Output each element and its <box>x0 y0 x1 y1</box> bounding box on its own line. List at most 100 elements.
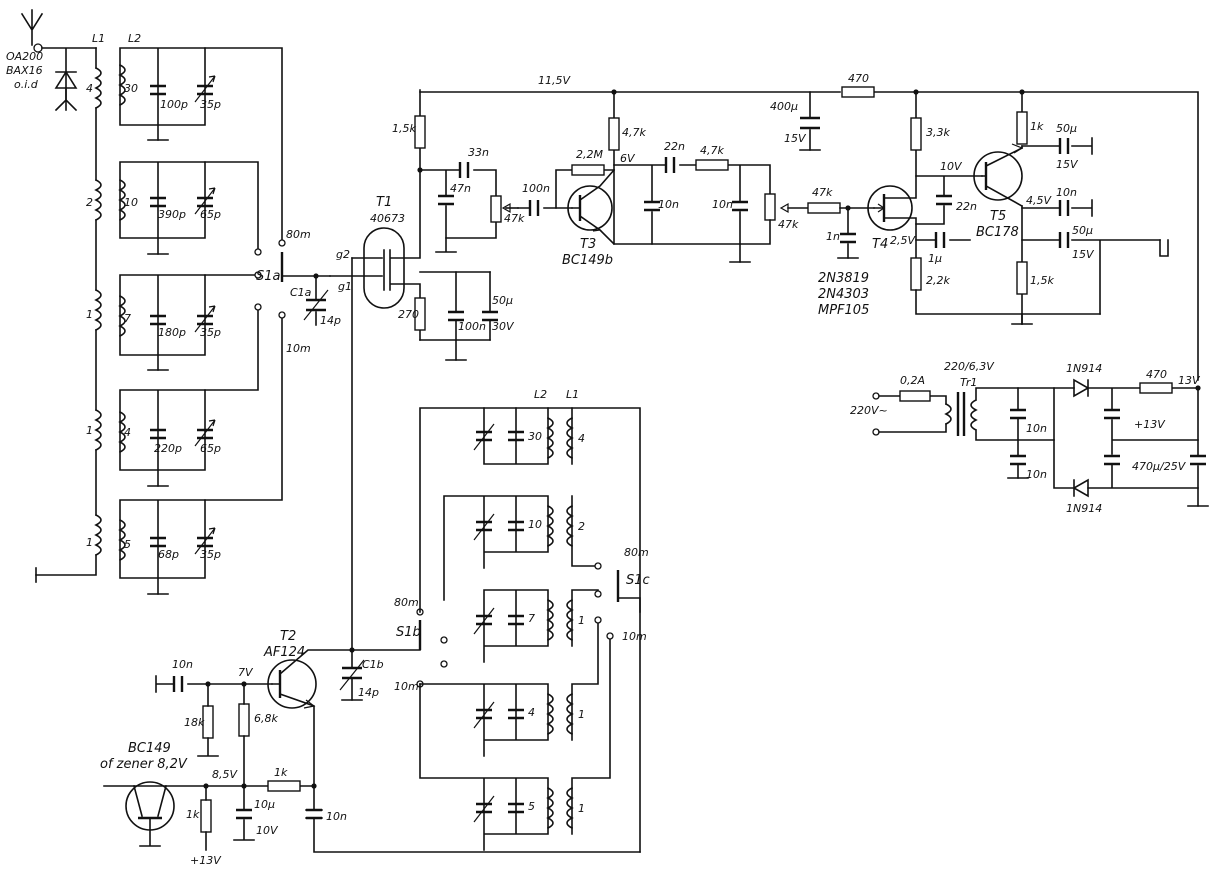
psu-transformer: 220/6,3V <box>944 360 995 373</box>
s1c-label: S1c <box>626 573 650 588</box>
psu-out-v: 13V <box>1178 374 1201 387</box>
osc-coil-l2-label: L2 <box>534 388 547 401</box>
input-tank-2: 10 390p 65p <box>118 161 262 256</box>
input-tank-1: 30 100p 35p <box>118 47 221 141</box>
psu-res-470: 470 <box>1146 368 1167 381</box>
supply-rail: 470 11,5V 400µ 15V <box>419 72 1199 381</box>
reg-voltage: 8,5V <box>212 768 238 781</box>
input-tank-3: 7 180p 35p <box>118 271 262 371</box>
c1b-label: C1b <box>362 658 384 671</box>
fixed-cap-2: 390p <box>158 208 186 221</box>
psu-fuse: 0,2A <box>900 374 925 387</box>
t4-gate-cap: 1n <box>826 230 840 243</box>
coil-l2-label: L2 <box>128 32 141 45</box>
osc-coil-l1-label: L1 <box>566 388 579 401</box>
t4-drain-v: 10V <box>940 160 963 173</box>
psu-mains: 220V~ <box>850 404 888 417</box>
reg-alt: of zener 8,2V <box>100 757 188 772</box>
reg-transistor: BC149 <box>128 741 171 756</box>
t3-input-cap: 100n <box>522 182 550 195</box>
t1-bypass-cap: 100n <box>458 320 486 333</box>
t5-name: T5 <box>990 209 1006 224</box>
t5-cap-out-1: 50µ <box>1072 224 1093 237</box>
reg-series-res: 1k <box>274 766 288 779</box>
osc-l2-turns-1: 30 <box>528 430 542 443</box>
headphone-jack-icon <box>1159 239 1169 257</box>
s1b-pos-top: 80m <box>394 596 419 609</box>
t2-base-res-18k <box>202 705 214 739</box>
psu-cap-a: 10n <box>1026 422 1047 435</box>
t5-cap-top-1: 50µ <box>1056 122 1077 135</box>
l2-turns-2: 10 <box>124 196 138 209</box>
l1-turns-5: 1 <box>86 536 93 549</box>
t1-cap-47n: 47n <box>450 182 471 195</box>
t3-collector-resistor <box>608 117 620 151</box>
reg-res-1k <box>200 799 212 833</box>
input-protection-diode <box>54 70 78 111</box>
rail-decoupling-1: 400µ <box>770 100 798 113</box>
t5-res-1k: 1k <box>1030 120 1044 133</box>
psu-elyt: 470µ/25V <box>1132 460 1187 473</box>
t1-name: T1 <box>376 195 392 210</box>
t5-res-1-5k: 1,5k <box>1030 274 1054 287</box>
l1-coil-5 <box>94 513 102 557</box>
coil-l1-label: L1 <box>92 32 105 45</box>
t3-cap-10n: 10n <box>658 198 679 211</box>
s1c-pos-top: 80m <box>624 546 649 559</box>
t5-cap-10n: 10n <box>1056 186 1077 199</box>
l1-coil-4 <box>94 408 102 452</box>
s1b-label: S1b <box>396 625 421 640</box>
t4-drain-resistor <box>910 117 922 151</box>
l1-turns-4: 1 <box>86 424 93 437</box>
t5-cap-out-2: 15V <box>1072 248 1095 261</box>
diode-label-3: o.i.d <box>14 78 39 91</box>
oscillator-coil-bank: L2 L1 30 4 10 2 7 1 <box>419 388 641 851</box>
t1-source-resistor <box>414 297 426 331</box>
t4-type-2: 2N4303 <box>818 287 869 302</box>
mains-fuse <box>899 390 931 402</box>
t1-gate2: g2 <box>336 248 350 261</box>
trim-cap-3: 35p <box>200 326 221 339</box>
t4-source-resistor <box>910 257 922 291</box>
l1-coil-1 <box>94 66 102 110</box>
reg-elyt-1: 10µ <box>254 798 275 811</box>
t3-bias: 2,2M <box>576 148 603 161</box>
osc-l1-turns-1: 4 <box>578 432 585 445</box>
trim-cap-1: 35p <box>200 98 221 111</box>
t3-name: T3 <box>580 237 596 252</box>
s1a-label: S1a <box>256 269 281 284</box>
switch-s1c: 80m S1c 10m <box>616 546 650 853</box>
fixed-cap-3: 180p <box>158 326 186 339</box>
diode-label-1: OA200 <box>6 50 43 63</box>
osc-l2-turns-5: 5 <box>528 800 535 813</box>
t1-elyt-1: 50µ <box>492 294 513 307</box>
l2-turns-1: 30 <box>124 82 138 95</box>
fixed-cap-4: 220p <box>154 442 182 455</box>
rail-series-resistor <box>841 86 875 98</box>
transistor-t5: 1k 50µ 15V 4,5V 10n 50µ 15V 1,5k T5 BC17… <box>973 89 1169 325</box>
t5-type: BC178 <box>976 225 1019 240</box>
reg-elyt-2: 10V <box>256 824 279 837</box>
trim-cap-4: 65p <box>200 442 221 455</box>
l1-coil-2 <box>94 178 102 222</box>
t2-name: T2 <box>280 629 296 644</box>
psu-diode-top: 1N914 <box>1066 362 1102 375</box>
t4-source-res: 2,2k <box>926 274 950 287</box>
t3-filter-res: 4,7k <box>700 144 724 157</box>
rectifier-diode-top <box>1073 378 1090 398</box>
antenna-icon <box>20 9 44 53</box>
t3-type: BC149b <box>562 253 613 268</box>
t5-top-resistor <box>1016 111 1028 145</box>
t2-base-v: 7V <box>238 666 254 679</box>
t1-type: 40673 <box>370 212 405 225</box>
reg-res-1k-label: 1k <box>186 808 200 821</box>
input-tank-5: 5 68p 35p <box>118 311 286 595</box>
t4-name: T4 <box>872 237 888 252</box>
switch-s1a: 80m S1a 10m <box>256 228 331 355</box>
regulator: 1k 8,5V BC149 of zener 8,2V 1k +13V 10µ … <box>100 741 317 867</box>
t1-load-resistor <box>414 115 426 149</box>
switch-s1b: 80m S1b 10m <box>394 596 424 693</box>
psu-diode-bottom: 1N914 <box>1066 502 1102 515</box>
l1-coil-3 <box>94 288 102 332</box>
